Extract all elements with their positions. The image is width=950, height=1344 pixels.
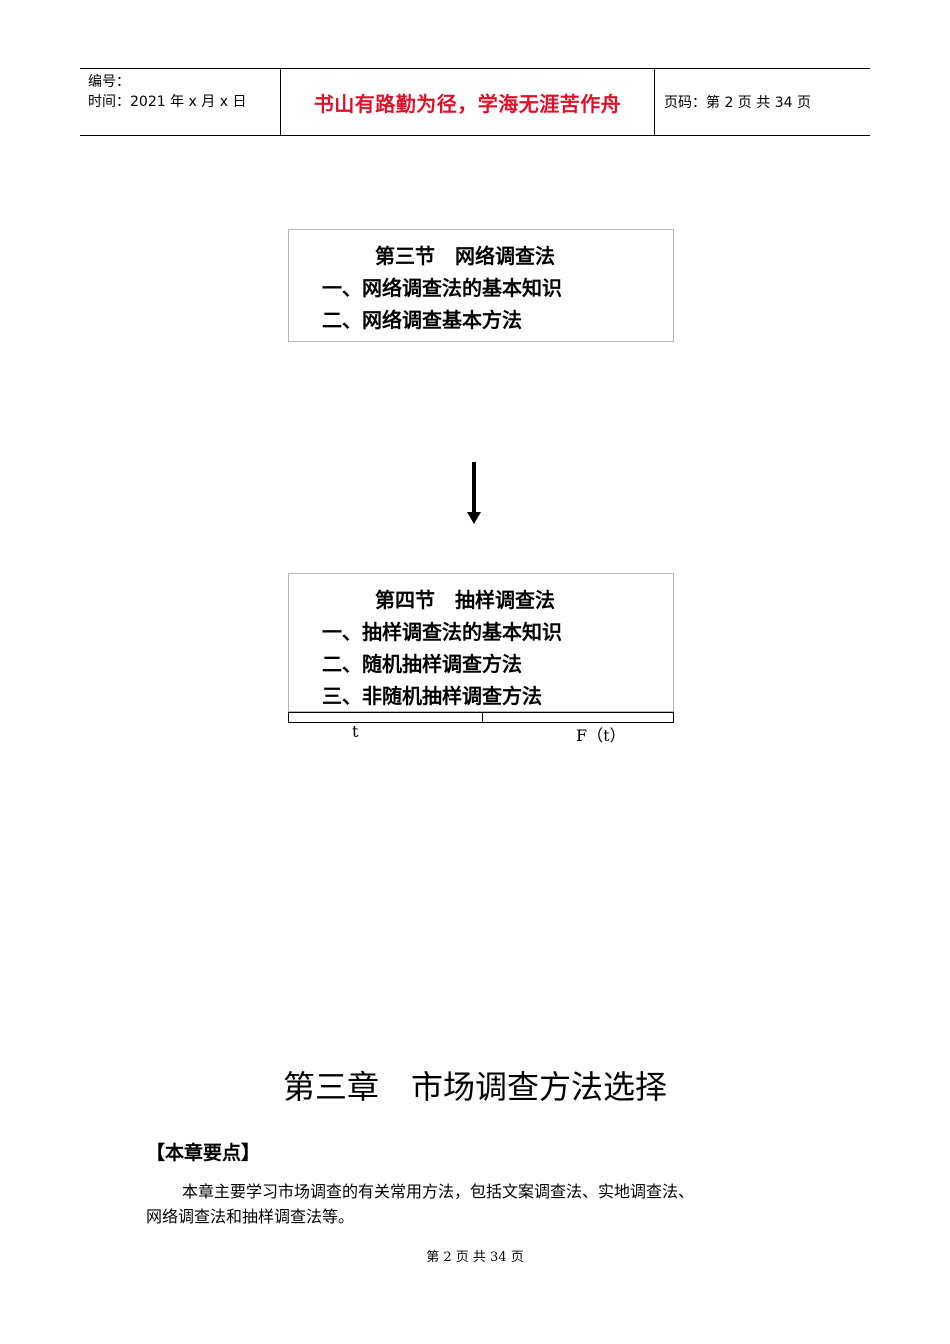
paragraph-line-2: 网络调查法和抽样调查法等。 (146, 1207, 355, 1226)
section-four-item-1: 一、抽样调查法的基本知识 (322, 620, 562, 644)
paragraph-line-1: 本章主要学习市场调查的有关常用方法，包括文案调查法、实地调查法、 (182, 1182, 695, 1201)
table-divider (482, 713, 483, 722)
table-fragment (288, 712, 674, 723)
keypoints-heading: 【本章要点】 (146, 1142, 261, 1164)
number-label: 编号： (88, 74, 130, 90)
page-info: 页码：第 2 页 共 34 页 (664, 95, 811, 111)
section-four-item-3: 三、非随机抽样调查方法 (322, 684, 542, 708)
section-four-item-2: 二、随机抽样调查方法 (322, 652, 522, 676)
header-page-cell: 页码：第 2 页 共 34 页 (655, 69, 870, 135)
section-three-box: 第三节 网络调查法 一、网络调查法的基本知识 二、网络调查基本方法 (288, 229, 674, 342)
table-col-ft: F（t） (576, 726, 626, 745)
page-header: 编号： 时间：2021 年 x 月 x 日 书山有路勤为径，学海无涯苦作舟 页码… (80, 68, 870, 136)
section-three-item-1: 一、网络调查法的基本知识 (322, 276, 562, 300)
header-motto-cell: 书山有路勤为径，学海无涯苦作舟 (281, 69, 655, 135)
section-four-box: 第四节 抽样调查法 一、抽样调查法的基本知识 二、随机抽样调查方法 三、非随机抽… (288, 573, 674, 712)
chapter-title: 第三章 市场调查方法选择 (282, 1068, 667, 1106)
page-footer: 第 2 页 共 34 页 (426, 1250, 524, 1265)
header-meta-cell: 编号： 时间：2021 年 x 月 x 日 (80, 69, 281, 135)
arrow-down-icon (467, 512, 481, 524)
motto: 书山有路勤为径，学海无涯苦作舟 (313, 91, 622, 116)
date-line: 时间：2021 年 x 月 x 日 (88, 94, 247, 110)
table-col-t: t (352, 722, 359, 741)
section-three-title: 第三节 网络调查法 (375, 244, 555, 268)
section-four-title: 第四节 抽样调查法 (375, 588, 555, 612)
flow-arrow-shaft (472, 462, 476, 516)
section-three-item-2: 二、网络调查基本方法 (322, 308, 522, 332)
